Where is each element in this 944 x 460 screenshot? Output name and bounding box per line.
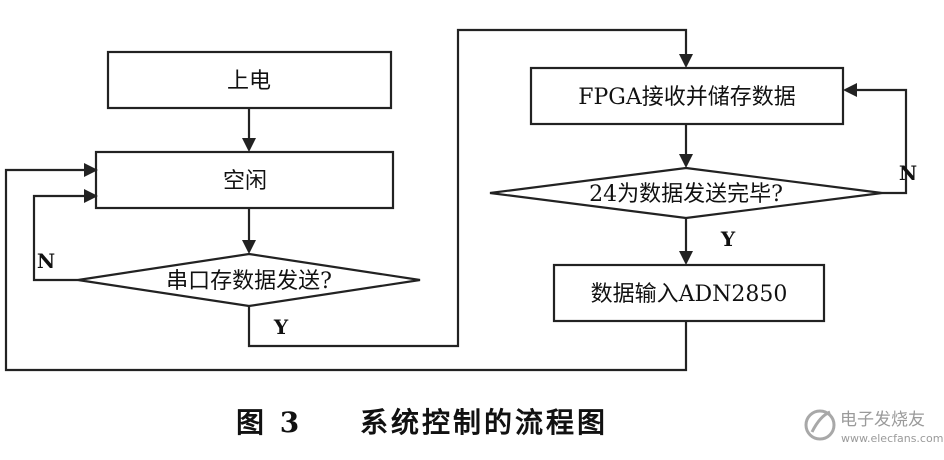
watermark-logo [804, 409, 836, 441]
label-serial-no: N [37, 249, 55, 273]
node-power-on [106, 50, 393, 110]
node-send-check-label: 24为数据发送完毕? [589, 182, 783, 207]
edge-serial-yes [247, 28, 688, 348]
edge-serial-no [32, 194, 84, 282]
edge-return-to-idle [4, 168, 688, 372]
node-idle-label: 空闲 [223, 169, 267, 194]
arrowhead [84, 189, 98, 203]
label-send-yes: Y [720, 227, 736, 251]
label-serial-yes: Y [273, 315, 289, 339]
watermark-url: www.elecfans.com [841, 432, 943, 445]
node-data-input [552, 263, 826, 323]
arrowhead [679, 154, 693, 168]
arrowhead [242, 240, 256, 254]
node-serial-check-label: 串口存数据发送? [166, 269, 332, 294]
arrowhead [84, 163, 98, 177]
figure-number: 图 3 [236, 406, 302, 439]
node-power-on-label: 上电 [227, 69, 271, 94]
edge-send-no [857, 88, 908, 195]
label-send-no: N [899, 161, 917, 185]
node-data-input-label: 数据输入ADN2850 [591, 282, 788, 307]
arrowhead [679, 54, 693, 68]
node-fpga-receive [529, 66, 845, 126]
arrowhead [843, 83, 857, 97]
figure-title: 系统控制的流程图 [360, 406, 608, 439]
arrowhead [242, 138, 256, 152]
node-fpga-receive-label: FPGA接收并储存数据 [578, 85, 796, 110]
watermark-cn: 电子发烧友 [840, 410, 925, 430]
arrowhead [679, 251, 693, 265]
node-idle [94, 150, 395, 210]
